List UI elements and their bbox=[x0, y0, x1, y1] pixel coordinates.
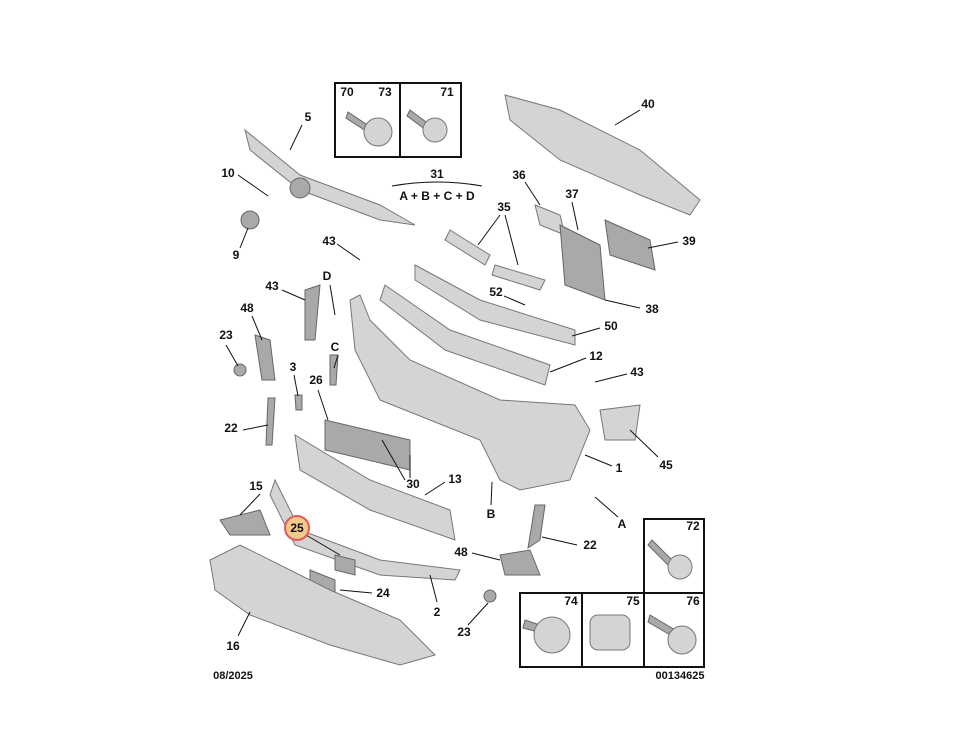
callout-22[interactable]: 22 bbox=[583, 538, 597, 552]
kit-composition: A + B + C + D bbox=[399, 189, 475, 203]
callout-45[interactable]: 45 bbox=[659, 458, 673, 472]
callout-52[interactable]: 52 bbox=[489, 285, 503, 299]
callout-73[interactable]: 73 bbox=[378, 85, 392, 99]
callout-30[interactable]: 30 bbox=[406, 477, 420, 491]
callout-3[interactable]: 3 bbox=[289, 360, 297, 374]
front-bumper-part bbox=[349, 294, 591, 491]
lower-trim-part bbox=[269, 478, 461, 581]
callout-48[interactable]: 48 bbox=[240, 301, 254, 315]
fastener-box-76 bbox=[643, 592, 705, 668]
fastener-drawings bbox=[345, 109, 697, 655]
air-deflector-part bbox=[559, 224, 606, 301]
callout-C[interactable]: C bbox=[330, 340, 340, 354]
callout-24[interactable]: 24 bbox=[376, 586, 390, 600]
upper-crossmember-part bbox=[504, 94, 701, 216]
callout-23[interactable]: 23 bbox=[219, 328, 233, 342]
callout-13[interactable]: 13 bbox=[448, 472, 462, 486]
callout-40[interactable]: 40 bbox=[641, 97, 655, 111]
callout-10[interactable]: 10 bbox=[221, 166, 235, 180]
callout-43[interactable]: 43 bbox=[630, 365, 644, 379]
callout-35[interactable]: 35 bbox=[497, 200, 511, 214]
badge-part bbox=[289, 177, 311, 199]
absorber-part bbox=[379, 284, 551, 386]
callout-25-highlighted[interactable]: 25 bbox=[284, 515, 310, 541]
callout-37[interactable]: 37 bbox=[565, 187, 579, 201]
callout-B[interactable]: B bbox=[486, 507, 496, 521]
callout-9[interactable]: 9 bbox=[232, 248, 240, 262]
callout-26[interactable]: 26 bbox=[309, 373, 323, 387]
callout-74[interactable]: 74 bbox=[564, 594, 578, 608]
callout-A[interactable]: A bbox=[617, 517, 627, 531]
callout-22[interactable]: 22 bbox=[224, 421, 238, 435]
callout-48[interactable]: 48 bbox=[454, 545, 468, 559]
callout-2[interactable]: 2 bbox=[433, 605, 441, 619]
emblem-part bbox=[240, 210, 260, 230]
callout-43[interactable]: 43 bbox=[265, 279, 279, 293]
callout-16[interactable]: 16 bbox=[226, 639, 240, 653]
callout-23[interactable]: 23 bbox=[457, 625, 471, 639]
callout-75[interactable]: 75 bbox=[626, 594, 640, 608]
callout-15[interactable]: 15 bbox=[249, 479, 263, 493]
callout-39[interactable]: 39 bbox=[682, 234, 696, 248]
lower-grille-part bbox=[294, 434, 456, 541]
callout-38[interactable]: 38 bbox=[645, 302, 659, 316]
callout-71[interactable]: 71 bbox=[440, 85, 454, 99]
upper-grille-part bbox=[244, 128, 416, 226]
date-code: 08/2025 bbox=[213, 670, 253, 682]
reinforcement-beam-part bbox=[414, 264, 576, 346]
callout-D[interactable]: D bbox=[322, 269, 332, 283]
callout-31[interactable]: 31 bbox=[430, 167, 444, 181]
callout-72[interactable]: 72 bbox=[686, 519, 700, 533]
callout-50[interactable]: 50 bbox=[604, 319, 618, 333]
callout-76[interactable]: 76 bbox=[686, 594, 700, 608]
callout-43[interactable]: 43 bbox=[322, 234, 336, 248]
callout-70[interactable]: 70 bbox=[340, 85, 354, 99]
callout-5[interactable]: 5 bbox=[304, 110, 312, 124]
callout-1[interactable]: 1 bbox=[615, 461, 623, 475]
undertray-part bbox=[209, 544, 436, 666]
callout-12[interactable]: 12 bbox=[589, 349, 603, 363]
reference-number: 00134625 bbox=[655, 670, 705, 682]
fastener-box-71 bbox=[399, 82, 462, 158]
callout-36[interactable]: 36 bbox=[512, 168, 526, 182]
